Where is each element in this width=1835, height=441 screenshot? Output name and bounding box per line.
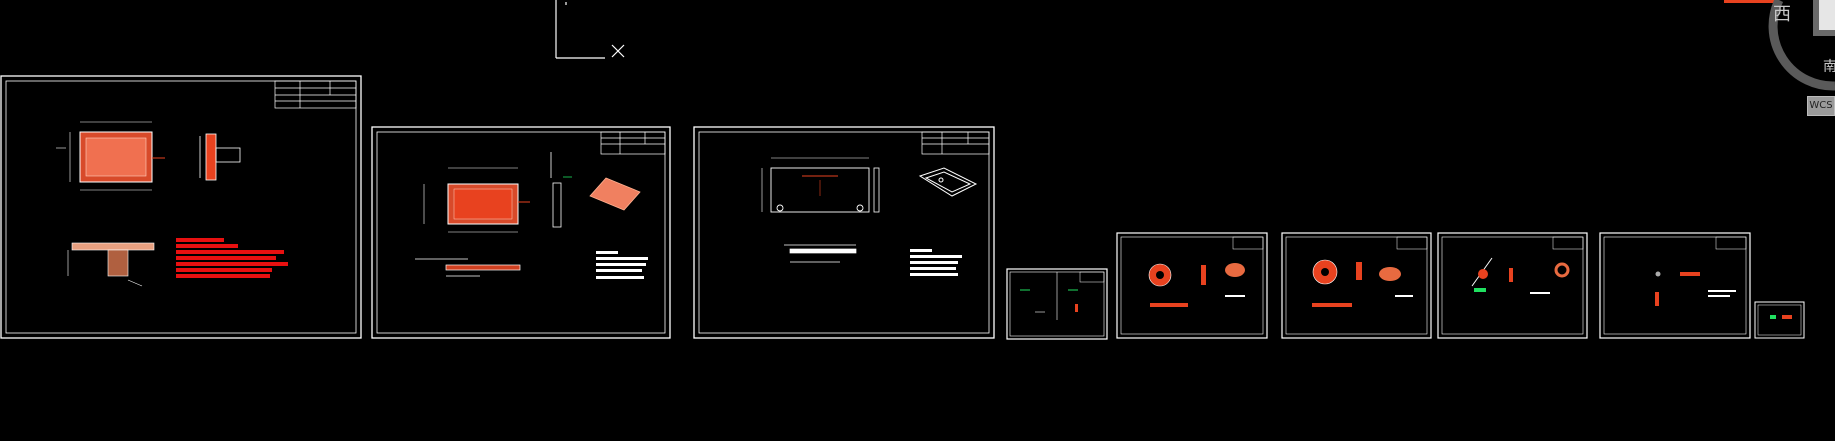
notes-block [176, 238, 288, 278]
part-side-view [873, 167, 880, 213]
viewcube-ring [1768, 0, 1835, 91]
detail-marks [1770, 315, 1792, 319]
part-plan-view [56, 121, 165, 191]
part-side-view [199, 133, 241, 181]
sheet-6[interactable] [1281, 232, 1432, 339]
title-block [921, 131, 990, 155]
sheet-5[interactable] [1116, 232, 1268, 339]
south-label[interactable]: 南 [1823, 59, 1835, 75]
sheet-2[interactable] [371, 126, 671, 339]
notes-block [596, 251, 648, 279]
west-label[interactable]: 西 [1773, 4, 1791, 25]
sheet-9[interactable] [1754, 301, 1805, 339]
part-section-view [784, 244, 857, 263]
part-plan-view [761, 157, 870, 213]
ucs-icon [555, 0, 625, 59]
part-section-view [67, 242, 155, 287]
sheet-4[interactable] [1006, 268, 1108, 340]
title-block [600, 131, 666, 155]
detail-marks [1471, 257, 1570, 294]
top-accent [1724, 0, 1774, 3]
part-plan-view [423, 167, 530, 233]
detail-marks [1655, 271, 1736, 306]
part-isometric [589, 177, 641, 211]
viewcube[interactable]: 西 南 WCS [1765, 0, 1835, 120]
detail-marks [1312, 259, 1413, 307]
part-section-view [415, 258, 521, 277]
title-block [274, 80, 357, 109]
detail-marks [1148, 263, 1245, 307]
sheet-3[interactable] [693, 126, 995, 339]
wcs-button[interactable]: WCS [1807, 96, 1835, 116]
sheet-1[interactable] [0, 75, 362, 339]
part-side-view [550, 152, 572, 228]
detail-marks [1020, 289, 1078, 313]
sheet-8[interactable] [1599, 232, 1751, 339]
notes-block [910, 249, 962, 276]
sheet-7[interactable] [1437, 232, 1588, 339]
part-isometric [918, 167, 978, 197]
